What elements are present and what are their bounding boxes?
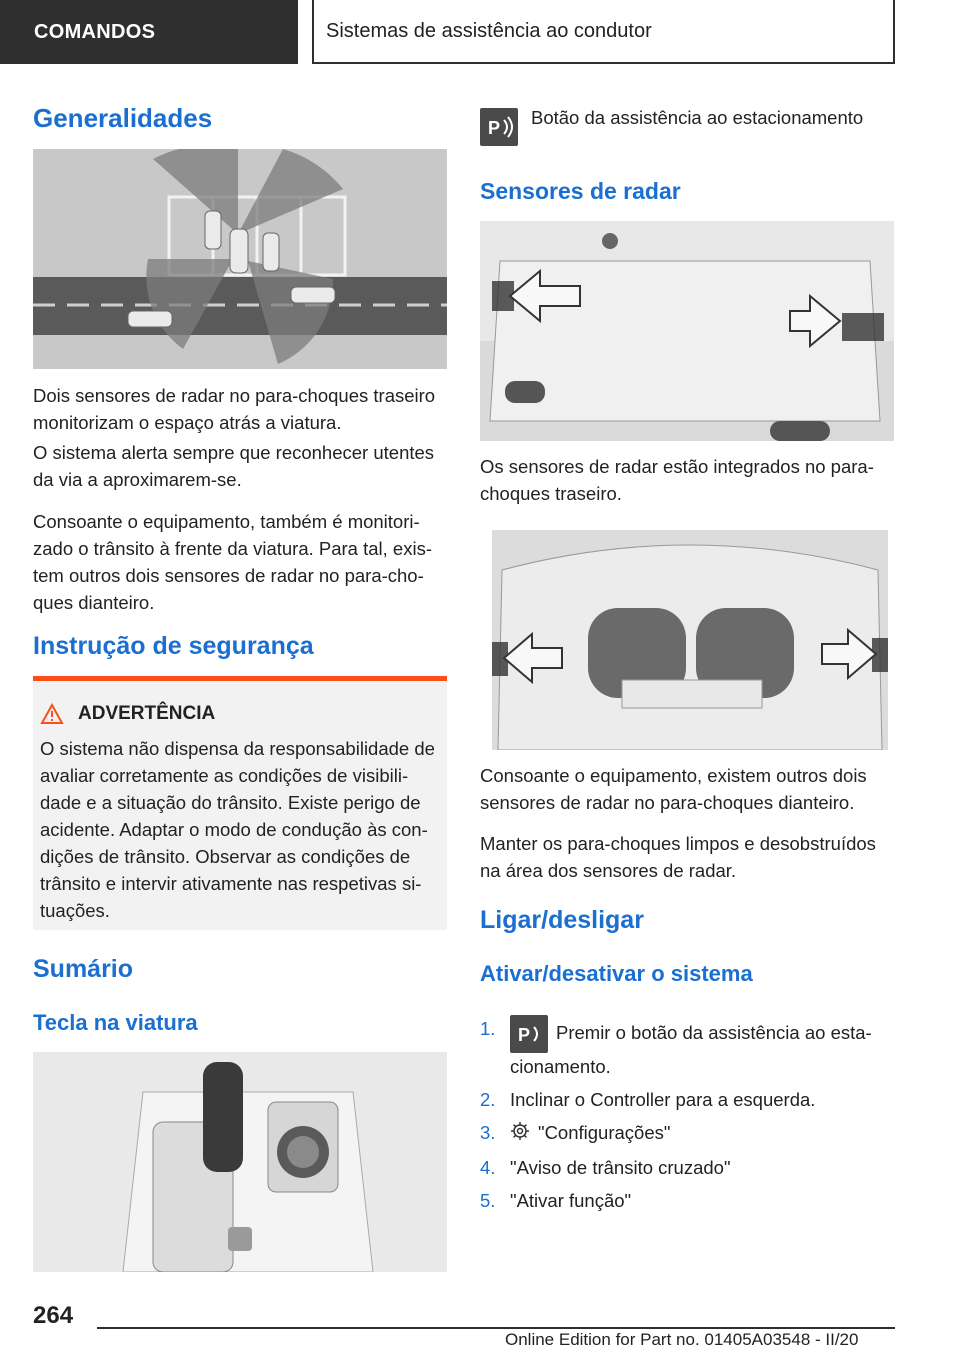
list-item: 2. Inclinar o Controller para a esquerda… [480, 1089, 816, 1110]
heading-sumario: Sumário [33, 955, 134, 983]
list-item: 5. "Ativar função" [480, 1189, 632, 1211]
console-illustration [33, 1052, 447, 1272]
heading-safety: Instrução de segurança [33, 632, 314, 660]
heading-ativar: Ativar/desativar o sistema [480, 961, 753, 986]
paragraph-front-sensors: Consoante o equipamento, também é monito… [33, 511, 432, 613]
footer-divider [97, 1327, 895, 1329]
chapter-title: Sistemas de assistência ao condutor [326, 19, 652, 42]
steps-list: 1. P Premir o botão da assistência ao es… [480, 1015, 900, 1220]
svg-text:P: P [488, 118, 500, 138]
page-number: 264 [33, 1302, 74, 1329]
rear-bumper-illustration [480, 221, 894, 441]
paragraph-rear-integrated: Os sensores de radar estão integrados no… [480, 456, 874, 504]
list-item: 1. P Premir o botão da assistência ao es… [480, 1015, 900, 1080]
parking-assist-icon: P [480, 108, 518, 146]
chapter-header: Sistemas de assistência ao condutor [312, 0, 895, 64]
heading-generalidades: Generalidades [33, 103, 213, 133]
warning-text: O sistema não dispensa da responsabilida… [40, 738, 435, 921]
gear-icon [510, 1121, 532, 1148]
list-item: 4. "Aviso de trânsito cruzado" [480, 1156, 731, 1178]
paragraph-alert: O sistema alerta sempre que reconhecer u… [33, 442, 435, 490]
section-tab: COMANDOS [0, 0, 298, 64]
edition-note: Online Edition for Part no. 01405A03548 … [505, 1330, 859, 1349]
parking-assist-icon: P [510, 1015, 548, 1053]
heading-radar-sensors: Sensores de radar [480, 178, 681, 204]
paragraph-clean: Manter os para-choques limpos e desobstr… [480, 833, 876, 881]
heading-tecla: Tecla na viatura [33, 1010, 198, 1035]
paragraph-front-extra: Consoante o equipamento, existem outros … [480, 765, 867, 813]
warning-bar [33, 676, 447, 681]
warning-box [33, 676, 447, 930]
warning-triangle-icon [40, 702, 64, 730]
radar-coverage-illustration [33, 149, 447, 369]
paragraph-rear-sensors: Dois sensores de radar no para-choques t… [33, 385, 436, 433]
warning-title: ADVERTÊNCIA [78, 703, 216, 724]
section-title: COMANDOS [34, 20, 156, 43]
parking-button-caption: Botão da assistência ao estacionamento [531, 107, 864, 128]
front-bumper-illustration [492, 530, 888, 750]
list-item: 3. "Configurações" [480, 1119, 900, 1148]
svg-text:P: P [518, 1025, 530, 1045]
heading-ligar: Ligar/desligar [480, 906, 644, 934]
